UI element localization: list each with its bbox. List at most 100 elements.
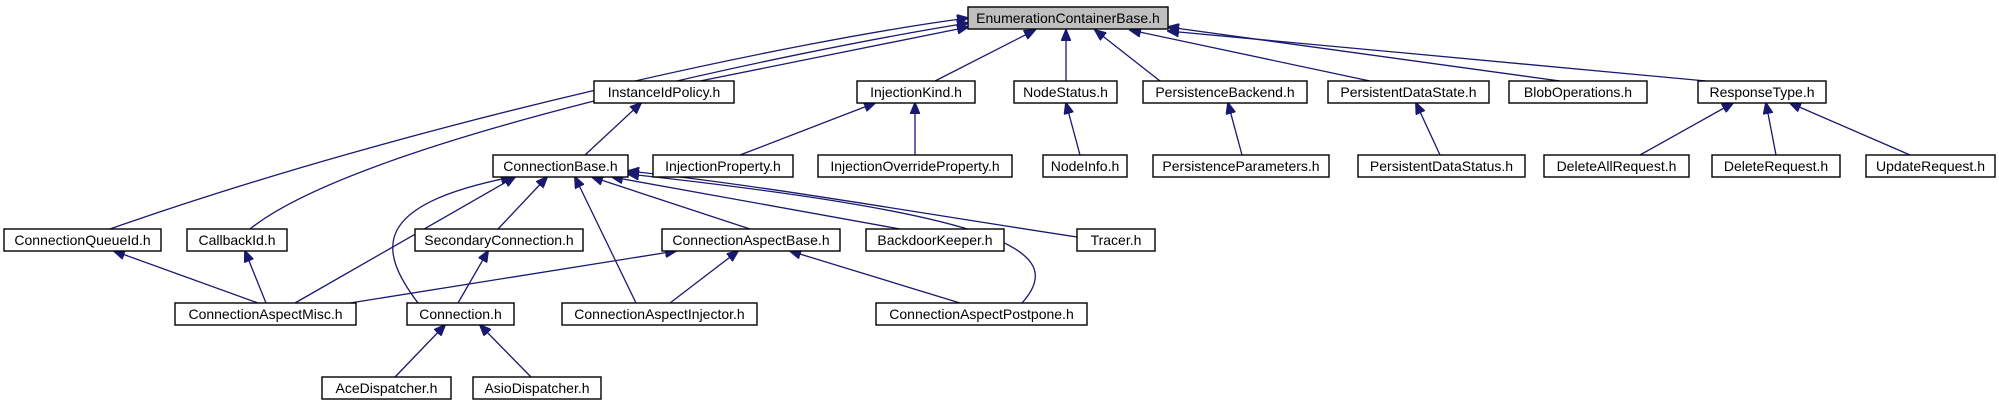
node-box: [1042, 154, 1128, 178]
node-node-status[interactable]: NodeStatus.h: [1013, 80, 1118, 104]
node-label: DeleteRequest.h: [1724, 158, 1828, 174]
node-label: ConnectionAspectInjector.h: [574, 306, 744, 322]
node-update-request[interactable]: UpdateRequest.h: [1865, 154, 1996, 178]
edge-cb-to-iip: [584, 103, 641, 156]
edge-bo-to-ecb: [1168, 27, 1561, 82]
node-label: ConnectionQueueId.h: [14, 232, 150, 248]
node-box: [817, 154, 1013, 178]
node-persistence-backend[interactable]: PersistenceBackend.h: [1142, 80, 1308, 104]
node-connection[interactable]: Connection.h: [406, 302, 515, 326]
node-connection-aspect-injector[interactable]: ConnectionAspectInjector.h: [561, 302, 758, 326]
node-label: InjectionProperty.h: [665, 158, 781, 174]
node-node-info[interactable]: NodeInfo.h: [1042, 154, 1128, 178]
edge-cap-to-cab: [790, 251, 961, 304]
node-box: [472, 376, 602, 400]
node-box: [1697, 80, 1827, 104]
node-label: PersistenceParameters.h: [1162, 158, 1319, 174]
node-label: Tracer.h: [1091, 232, 1142, 248]
node-tracer[interactable]: Tracer.h: [1076, 228, 1156, 252]
node-box: [1152, 154, 1330, 178]
edge-ni-to-ns: [1066, 103, 1081, 156]
node-instance-id-policy[interactable]: InstanceIdPolicy.h: [593, 80, 735, 104]
node-box: [661, 228, 841, 252]
edge-iip-to-ecb: [699, 27, 968, 82]
node-persistent-data-state[interactable]: PersistentDataState.h: [1327, 80, 1490, 104]
node-injection-override-property[interactable]: InjectionOverrideProperty.h: [817, 154, 1013, 178]
edge-con-to-sc: [457, 251, 488, 304]
node-box: [1865, 154, 1996, 178]
node-callback-id[interactable]: CallbackId.h: [186, 228, 288, 252]
node-box: [1013, 80, 1118, 104]
edge-con-to-cb: [392, 177, 512, 304]
node-label: PersistentDataStatus.h: [1370, 158, 1513, 174]
node-connection-aspect-misc[interactable]: ConnectionAspectMisc.h: [174, 302, 357, 326]
node-label: PersistentDataState.h: [1340, 84, 1476, 100]
edge-dar-to-rt: [1639, 103, 1733, 156]
node-persistent-data-status[interactable]: PersistentDataStatus.h: [1357, 154, 1526, 178]
node-label: UpdateRequest.h: [1876, 158, 1985, 174]
edge-cid-to-ecb: [249, 23, 968, 230]
node-injection-kind[interactable]: InjectionKind.h: [856, 80, 976, 104]
edge-ik-to-ecb: [934, 30, 1035, 82]
node-delete-request[interactable]: DeleteRequest.h: [1711, 154, 1841, 178]
node-box: [406, 302, 515, 326]
edge-ur-to-rt: [1790, 103, 1911, 156]
node-label: InstanceIdPolicy.h: [608, 84, 721, 100]
edge-cab-to-cb: [592, 177, 751, 230]
node-delete-all-request[interactable]: DeleteAllRequest.h: [1543, 154, 1690, 178]
node-persistence-parameters[interactable]: PersistenceParameters.h: [1152, 154, 1330, 178]
node-box: [593, 80, 735, 104]
node-enumeration-container-base[interactable]: EnumerationContainerBase.h: [967, 6, 1169, 30]
node-box: [1508, 80, 1648, 104]
edge-cai-to-cab: [669, 251, 738, 304]
node-connection-aspect-postpone[interactable]: ConnectionAspectPostpone.h: [875, 302, 1088, 326]
node-label: ConnectionAspectBase.h: [672, 232, 829, 248]
node-box: [186, 228, 288, 252]
node-box: [967, 6, 1169, 30]
node-label: AsioDispatcher.h: [484, 380, 589, 396]
node-response-type[interactable]: ResponseType.h: [1697, 80, 1827, 104]
node-box: [1357, 154, 1526, 178]
edge-cam-to-cid: [245, 251, 267, 304]
node-label: SecondaryConnection.h: [424, 232, 573, 248]
node-connection-base[interactable]: ConnectionBase.h: [492, 154, 629, 178]
node-label: CallbackId.h: [198, 232, 275, 248]
edge-sc-to-cb: [497, 177, 547, 230]
node-label: EnumerationContainerBase.h: [976, 10, 1160, 26]
edge-cam-to-cab: [349, 251, 676, 304]
edge-cam-to-cqi: [114, 251, 259, 304]
edge-pds-to-ecb: [1130, 30, 1371, 82]
node-label: BackdoorKeeper.h: [877, 232, 992, 248]
node-label: NodeInfo.h: [1051, 158, 1120, 174]
edge-cqi-to-ecb: [109, 18, 968, 230]
node-box: [3, 228, 162, 252]
node-asio-dispatcher[interactable]: AsioDispatcher.h: [472, 376, 602, 400]
node-box: [652, 154, 794, 178]
node-label: ConnectionAspectPostpone.h: [889, 306, 1073, 322]
node-injection-property[interactable]: InjectionProperty.h: [652, 154, 794, 178]
node-box: [875, 302, 1088, 326]
node-label: ConnectionBase.h: [503, 158, 617, 174]
node-box: [856, 80, 976, 104]
node-blob-operations[interactable]: BlobOperations.h: [1508, 80, 1648, 104]
node-secondary-connection[interactable]: SecondaryConnection.h: [414, 228, 584, 252]
node-box: [492, 154, 629, 178]
node-box: [1076, 228, 1156, 252]
node-label: PersistenceBackend.h: [1155, 84, 1294, 100]
edge-cai-to-cb: [575, 177, 637, 304]
node-connection-queue-id[interactable]: ConnectionQueueId.h: [3, 228, 162, 252]
edge-pb-to-ecb: [1095, 30, 1161, 82]
edge-dr-to-rt: [1766, 103, 1777, 156]
edge-pdst-to-pds: [1416, 103, 1441, 156]
node-backdoor-keeper[interactable]: BackdoorKeeper.h: [865, 228, 1005, 252]
node-label: Connection.h: [419, 306, 502, 322]
edge-ad-to-con: [394, 325, 445, 378]
edge-asd-to-con: [480, 325, 532, 378]
node-ace-dispatcher[interactable]: AceDispatcher.h: [321, 376, 452, 400]
edge-bk-to-cb: [612, 177, 901, 230]
node-connection-aspect-base[interactable]: ConnectionAspectBase.h: [661, 228, 841, 252]
node-box: [561, 302, 758, 326]
node-label: DeleteAllRequest.h: [1557, 158, 1677, 174]
node-label: NodeStatus.h: [1023, 84, 1108, 100]
